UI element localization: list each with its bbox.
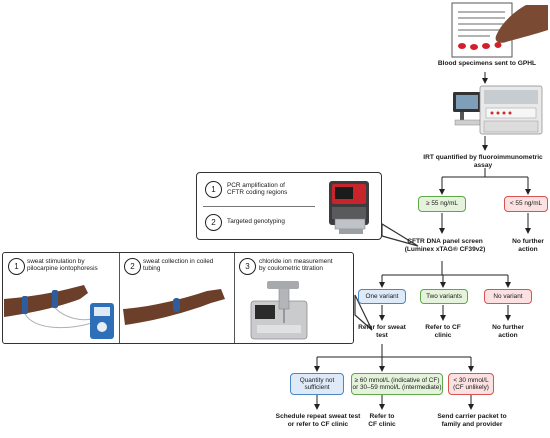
pcr-step-1-line1: PCR amplification of xyxy=(227,182,285,189)
pcr-step-1-marker: 1 xyxy=(205,181,222,198)
cf-indicative-text: ≥ 60 mmol/L (indicative of CF) or 30–59 … xyxy=(353,377,442,392)
blood-specimens-label: Blood specimens sent to GPHL xyxy=(437,60,537,67)
two-variants-node: Two variants xyxy=(420,289,468,304)
luminex-instrument-illustration xyxy=(329,181,369,234)
outcome-cf-line2: CF clinic xyxy=(368,420,396,428)
outcome-refer-cf-clinic: Refer to CF clinic xyxy=(360,413,404,428)
pcr-step-1-line2: CFTR coding regions xyxy=(227,189,288,197)
cf-unlikely-text: < 30 mmol/L (CF unlikely) xyxy=(453,377,489,392)
qns-line1: Quantity not xyxy=(299,376,335,384)
cf-unlikely-line2: (CF unlikely) xyxy=(453,384,489,391)
qns-text: Quantity not sufficient xyxy=(300,377,334,392)
refer-to-cf-clinic-variant: Refer to CF clinic xyxy=(425,324,461,339)
qns-line2: sufficient xyxy=(304,384,330,391)
outcome-qns-line1: Schedule repeat sweat test xyxy=(275,413,361,420)
dna-panel-label: CFTR DNA panel screen (Luminex xTAG® CF3… xyxy=(390,238,500,253)
two-variants-label: Two variants xyxy=(426,292,462,300)
pcr-step-2-marker: 2 xyxy=(205,214,222,231)
refer-for-sweat-test: Refer for sweat test xyxy=(358,324,406,339)
one-variant-node: One variant xyxy=(358,289,406,304)
pcr-divider xyxy=(203,206,315,207)
sweat-step-3-marker: 3 xyxy=(239,258,256,275)
sweat-panel-divider-1 xyxy=(119,253,120,343)
pcr-step-1-text: PCR amplification of CFTR coding regions xyxy=(227,182,327,197)
irt-lt55-label: < 55 ng/mL xyxy=(509,200,543,208)
hand-icon xyxy=(495,5,548,43)
no-further-action-variant: No further action xyxy=(492,324,524,339)
outcome-neg-line2: family and provider xyxy=(441,420,503,428)
irt-ge55-label: ≥ 55 ng/mL xyxy=(426,200,458,208)
outcome-repeat-sweat-test: Schedule repeat sweat test or refer to C… xyxy=(270,413,366,428)
sweat-step-1-marker: 1 xyxy=(8,258,25,275)
coulometer-illustration xyxy=(250,281,308,340)
irt-assay-label: IRT quantified by fluoroimmunometric ass… xyxy=(423,154,543,169)
dna-panel-method: (Luminex xTAG® CF39v2) xyxy=(404,245,486,253)
irt-ge55-node: ≥ 55 ng/mL xyxy=(418,196,466,212)
no-further-action-irt: No further action xyxy=(512,238,544,253)
sweat-step-1-text: sweat stimulation by pilocarpine iontoph… xyxy=(27,258,119,273)
outcome-carrier-packet: Send carrier packet to family and provid… xyxy=(430,413,514,428)
pcr-step-2-text: Targeted genotyping xyxy=(227,218,285,225)
outcome-cf-line1: Refer to xyxy=(369,413,395,420)
no-variant-node: No variant xyxy=(484,289,532,304)
sweat-step-2-marker: 2 xyxy=(124,258,141,275)
blood-spot-icons xyxy=(458,42,502,50)
dna-panel-title: CFTR DNA panel screen xyxy=(407,238,483,245)
sweat-step-2-text: sweat collection in coiled tubing xyxy=(143,258,233,273)
cf-unlikely-node: < 30 mmol/L (CF unlikely) xyxy=(448,373,494,395)
cf-indicative-node: ≥ 60 mmol/L (indicative of CF) or 30–59 … xyxy=(351,373,443,395)
sweat-step-2-line2: tubing xyxy=(143,265,161,273)
sweat-step-1-line2: pilocarpine iontophoresis xyxy=(27,265,98,273)
cf-indicative-line1: ≥ 60 mmol/L (indicative of CF) xyxy=(354,376,440,384)
cf-indicative-line2: or 30–59 mmol/L (intermediate) xyxy=(352,384,442,391)
quantity-not-sufficient-node: Quantity not sufficient xyxy=(290,373,344,395)
cf-unlikely-line1: < 30 mmol/L xyxy=(453,376,489,384)
sweat-step-3-line2: by coulometric titration xyxy=(259,265,323,273)
no-variant-label: No variant xyxy=(493,292,523,300)
outcome-qns-line2: or refer to CF clinic xyxy=(287,420,349,428)
iontophoresis-arm-illustration xyxy=(4,285,114,339)
sweat-callout-pointer xyxy=(354,294,373,331)
pcr-callout-pointer xyxy=(381,222,419,247)
sweat-panel-divider-2 xyxy=(234,253,235,343)
irt-lt55-node: < 55 ng/mL xyxy=(504,196,548,212)
sweat-step-3-line1: chloride ion measurement xyxy=(259,258,333,265)
outcome-neg-line1: Send carrier packet to xyxy=(437,413,507,420)
one-variant-label: One variant xyxy=(365,292,399,300)
sweat-step-3-text: chloride ion measurement by coulometric … xyxy=(259,258,351,273)
sweat-collection-arm-illustration xyxy=(123,289,225,325)
sweat-step-1-line1: sweat stimulation by xyxy=(27,258,85,265)
sweat-step-2-line1: sweat collection in coiled xyxy=(143,258,214,265)
pcr-genotyping-panel: 1 PCR amplification of CFTR coding regio… xyxy=(196,172,382,240)
sweat-test-panel: 1 sweat stimulation by pilocarpine ionto… xyxy=(2,252,354,344)
